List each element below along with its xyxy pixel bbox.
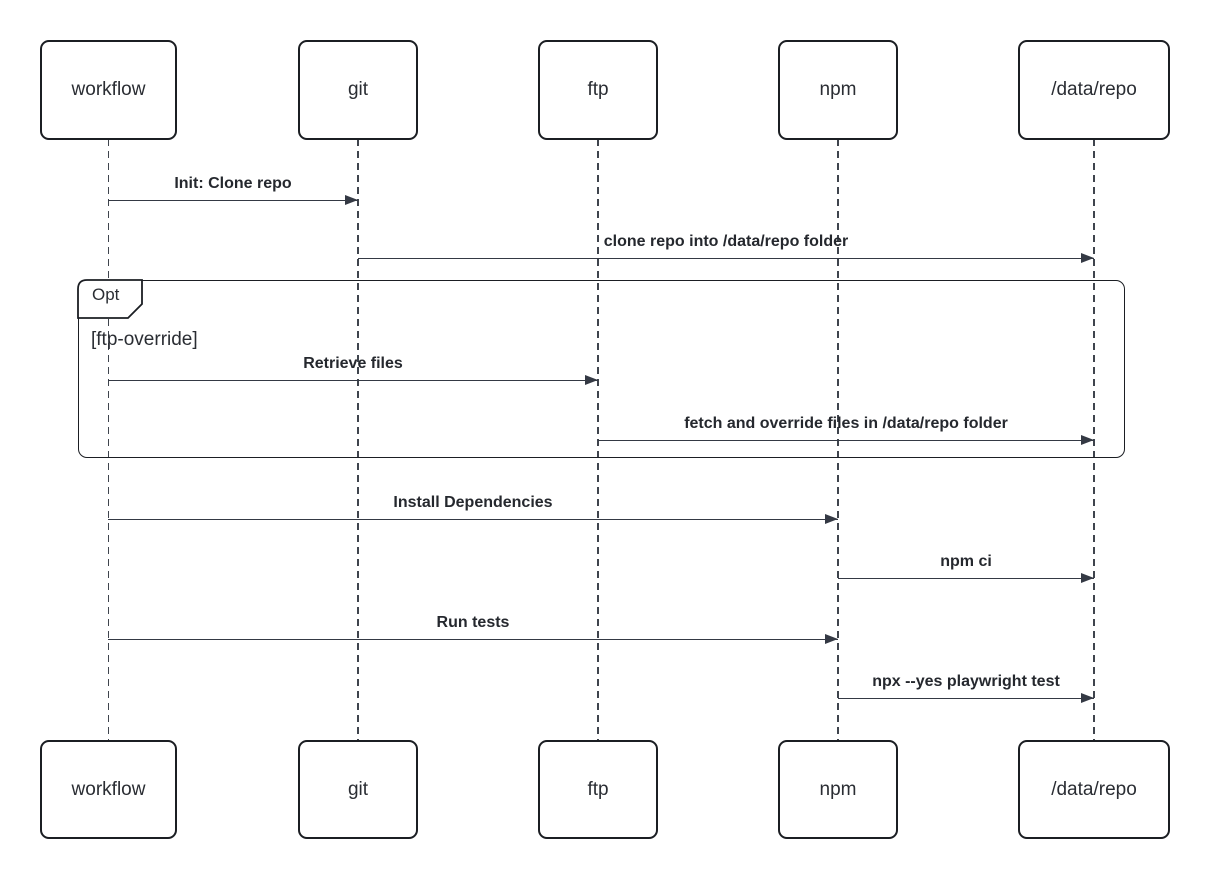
lifeline-ftp [597,139,599,741]
actor-data-repo-top: /data/repo [1018,40,1170,140]
message-label-npm-ci: npm ci [940,553,992,570]
opt-fragment-kind-label: Opt [92,285,120,304]
actor-data-repo-label: /data/repo [1051,79,1137,100]
opt-fragment-tab [77,279,144,320]
message-label-install-dependencies: Install Dependencies [393,494,553,511]
message-arrow-fetch-and-override [598,435,1094,446]
actor-ftp-bottom: ftp [538,740,658,839]
message-label-fetch-and-override: fetch and override files in /data/repo f… [684,415,1008,432]
opt-fragment-condition: [ftp-override] [91,329,198,350]
message-label-npx-playwright-test: npx --yes playwright test [872,673,1060,690]
message-arrow-clone-repo-into-folder [358,253,1094,264]
actor-git-label: git [347,79,369,100]
message-arrow-npx-playwright-test [838,693,1094,704]
arrowhead [1081,435,1094,446]
actor-npm-label: npm [819,778,857,800]
actor-git-top: git [298,40,418,140]
message-arrow-run-tests [108,634,838,645]
actor-workflow-top: workflow [40,40,177,140]
actor-workflow-bottom: workflow [40,740,177,839]
message-arrow-npm-ci [838,573,1094,584]
actor-data-repo-label: /data/repo [1051,778,1137,800]
actor-git-label: git [347,778,369,800]
actor-npm-top: npm [778,40,898,140]
actor-ftp-label: ftp [587,778,609,800]
message-label-init-clone-repo: Init: Clone repo [174,175,292,192]
actor-ftp-top: ftp [538,40,658,140]
message-arrow-init-clone-repo [108,195,358,206]
actor-git-bottom: git [298,740,418,839]
message-label-run-tests: Run tests [436,614,510,631]
arrowhead [1081,573,1094,584]
arrowhead [345,195,358,206]
arrowhead [825,634,838,645]
message-label-clone-repo-into-folder: clone repo into /data/repo folder [603,233,849,250]
message-arrow-install-dependencies [108,514,838,525]
actor-data-repo-bottom: /data/repo [1018,740,1170,839]
arrowhead [825,514,838,525]
actor-workflow-label: workflow [71,778,146,800]
message-arrow-retrieve-files [108,375,598,386]
lifeline-git [357,139,359,741]
message-label-retrieve-files: Retrieve files [303,355,403,372]
lifeline-workflow [107,139,110,741]
arrowhead [585,375,598,386]
actor-ftp-label: ftp [587,79,609,100]
actor-npm-label: npm [819,79,857,100]
arrowhead [1081,253,1094,264]
opt-fragment-frame: Opt [ftp-override] [77,279,1125,458]
actor-npm-bottom: npm [778,740,898,839]
actor-workflow-label: workflow [71,79,146,100]
arrowhead [1081,693,1094,704]
